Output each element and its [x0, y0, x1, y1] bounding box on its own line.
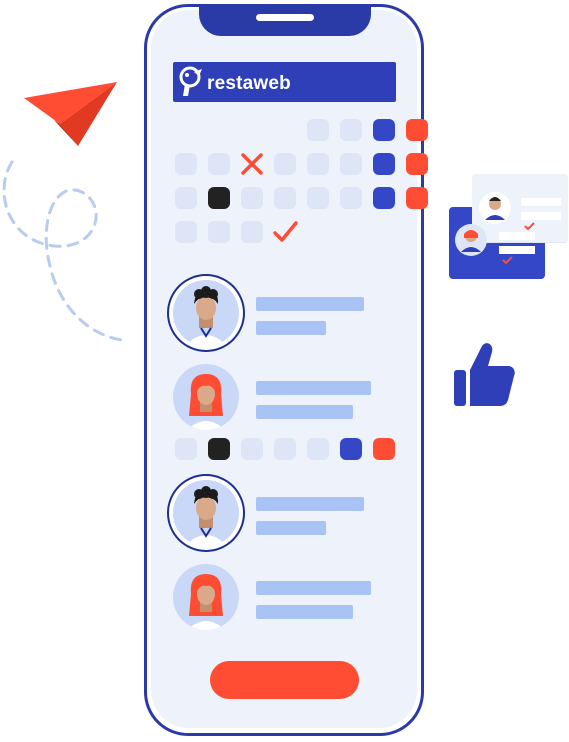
contact-name-placeholder — [256, 581, 371, 595]
grid-cell-red[interactable] — [406, 119, 428, 141]
phone-speaker — [256, 14, 314, 21]
grid-cell-blue[interactable] — [373, 187, 395, 209]
id-card-icon — [455, 192, 561, 265]
grid-cell-light[interactable] — [340, 153, 362, 175]
grid-cell-red[interactable] — [373, 438, 395, 460]
man-avatar-icon[interactable] — [173, 480, 239, 546]
grid-cell-light[interactable] — [208, 153, 230, 175]
contact-name-placeholder — [256, 497, 364, 511]
grid-cell-light[interactable] — [208, 221, 230, 243]
woman-avatar-icon[interactable] — [173, 564, 239, 630]
parrot-logo-icon — [179, 66, 202, 96]
paper-plane-icon — [24, 82, 117, 146]
check-mark-icon — [273, 221, 298, 242]
contact-detail-placeholder — [256, 521, 326, 535]
grid-cell-light[interactable] — [241, 221, 263, 243]
grid-cell-light[interactable] — [175, 153, 197, 175]
cross-mark-icon — [241, 153, 263, 175]
grid-cell-red[interactable] — [406, 187, 428, 209]
grid-cell-black[interactable] — [208, 187, 230, 209]
grid-cell-blue[interactable] — [340, 438, 362, 460]
grid-cell-blue[interactable] — [373, 153, 395, 175]
thumbs-up-icon — [454, 343, 515, 406]
grid-cell-light[interactable] — [274, 153, 296, 175]
woman-avatar-icon[interactable] — [173, 364, 239, 430]
grid-cell-light[interactable] — [340, 187, 362, 209]
contact-name-placeholder — [256, 381, 371, 395]
grid-cell-light[interactable] — [241, 187, 263, 209]
grid-cell-light[interactable] — [307, 119, 329, 141]
grid-cell-light[interactable] — [274, 187, 296, 209]
grid-cell-red[interactable] — [406, 153, 428, 175]
grid-cell-light[interactable] — [175, 438, 197, 460]
grid-cell-light[interactable] — [175, 187, 197, 209]
dashed-path-decoration — [2, 160, 124, 342]
man-avatar-icon[interactable] — [173, 280, 239, 346]
brand-banner — [173, 62, 396, 102]
contact-detail-placeholder — [256, 321, 326, 335]
grid-cell-light[interactable] — [307, 187, 329, 209]
contact-detail-placeholder — [256, 605, 353, 619]
grid-cell-light[interactable] — [307, 153, 329, 175]
grid-cell-light[interactable] — [340, 119, 362, 141]
grid-cell-light[interactable] — [241, 438, 263, 460]
contact-detail-placeholder — [256, 405, 353, 419]
contact-name-placeholder — [256, 297, 364, 311]
grid-cell-blue[interactable] — [373, 119, 395, 141]
grid-cell-black[interactable] — [208, 438, 230, 460]
grid-cell-light[interactable] — [175, 221, 197, 243]
grid-cell-light[interactable] — [274, 438, 296, 460]
primary-action-button[interactable] — [210, 661, 359, 699]
brand-name: restaweb — [207, 73, 291, 94]
grid-cell-light[interactable] — [307, 438, 329, 460]
